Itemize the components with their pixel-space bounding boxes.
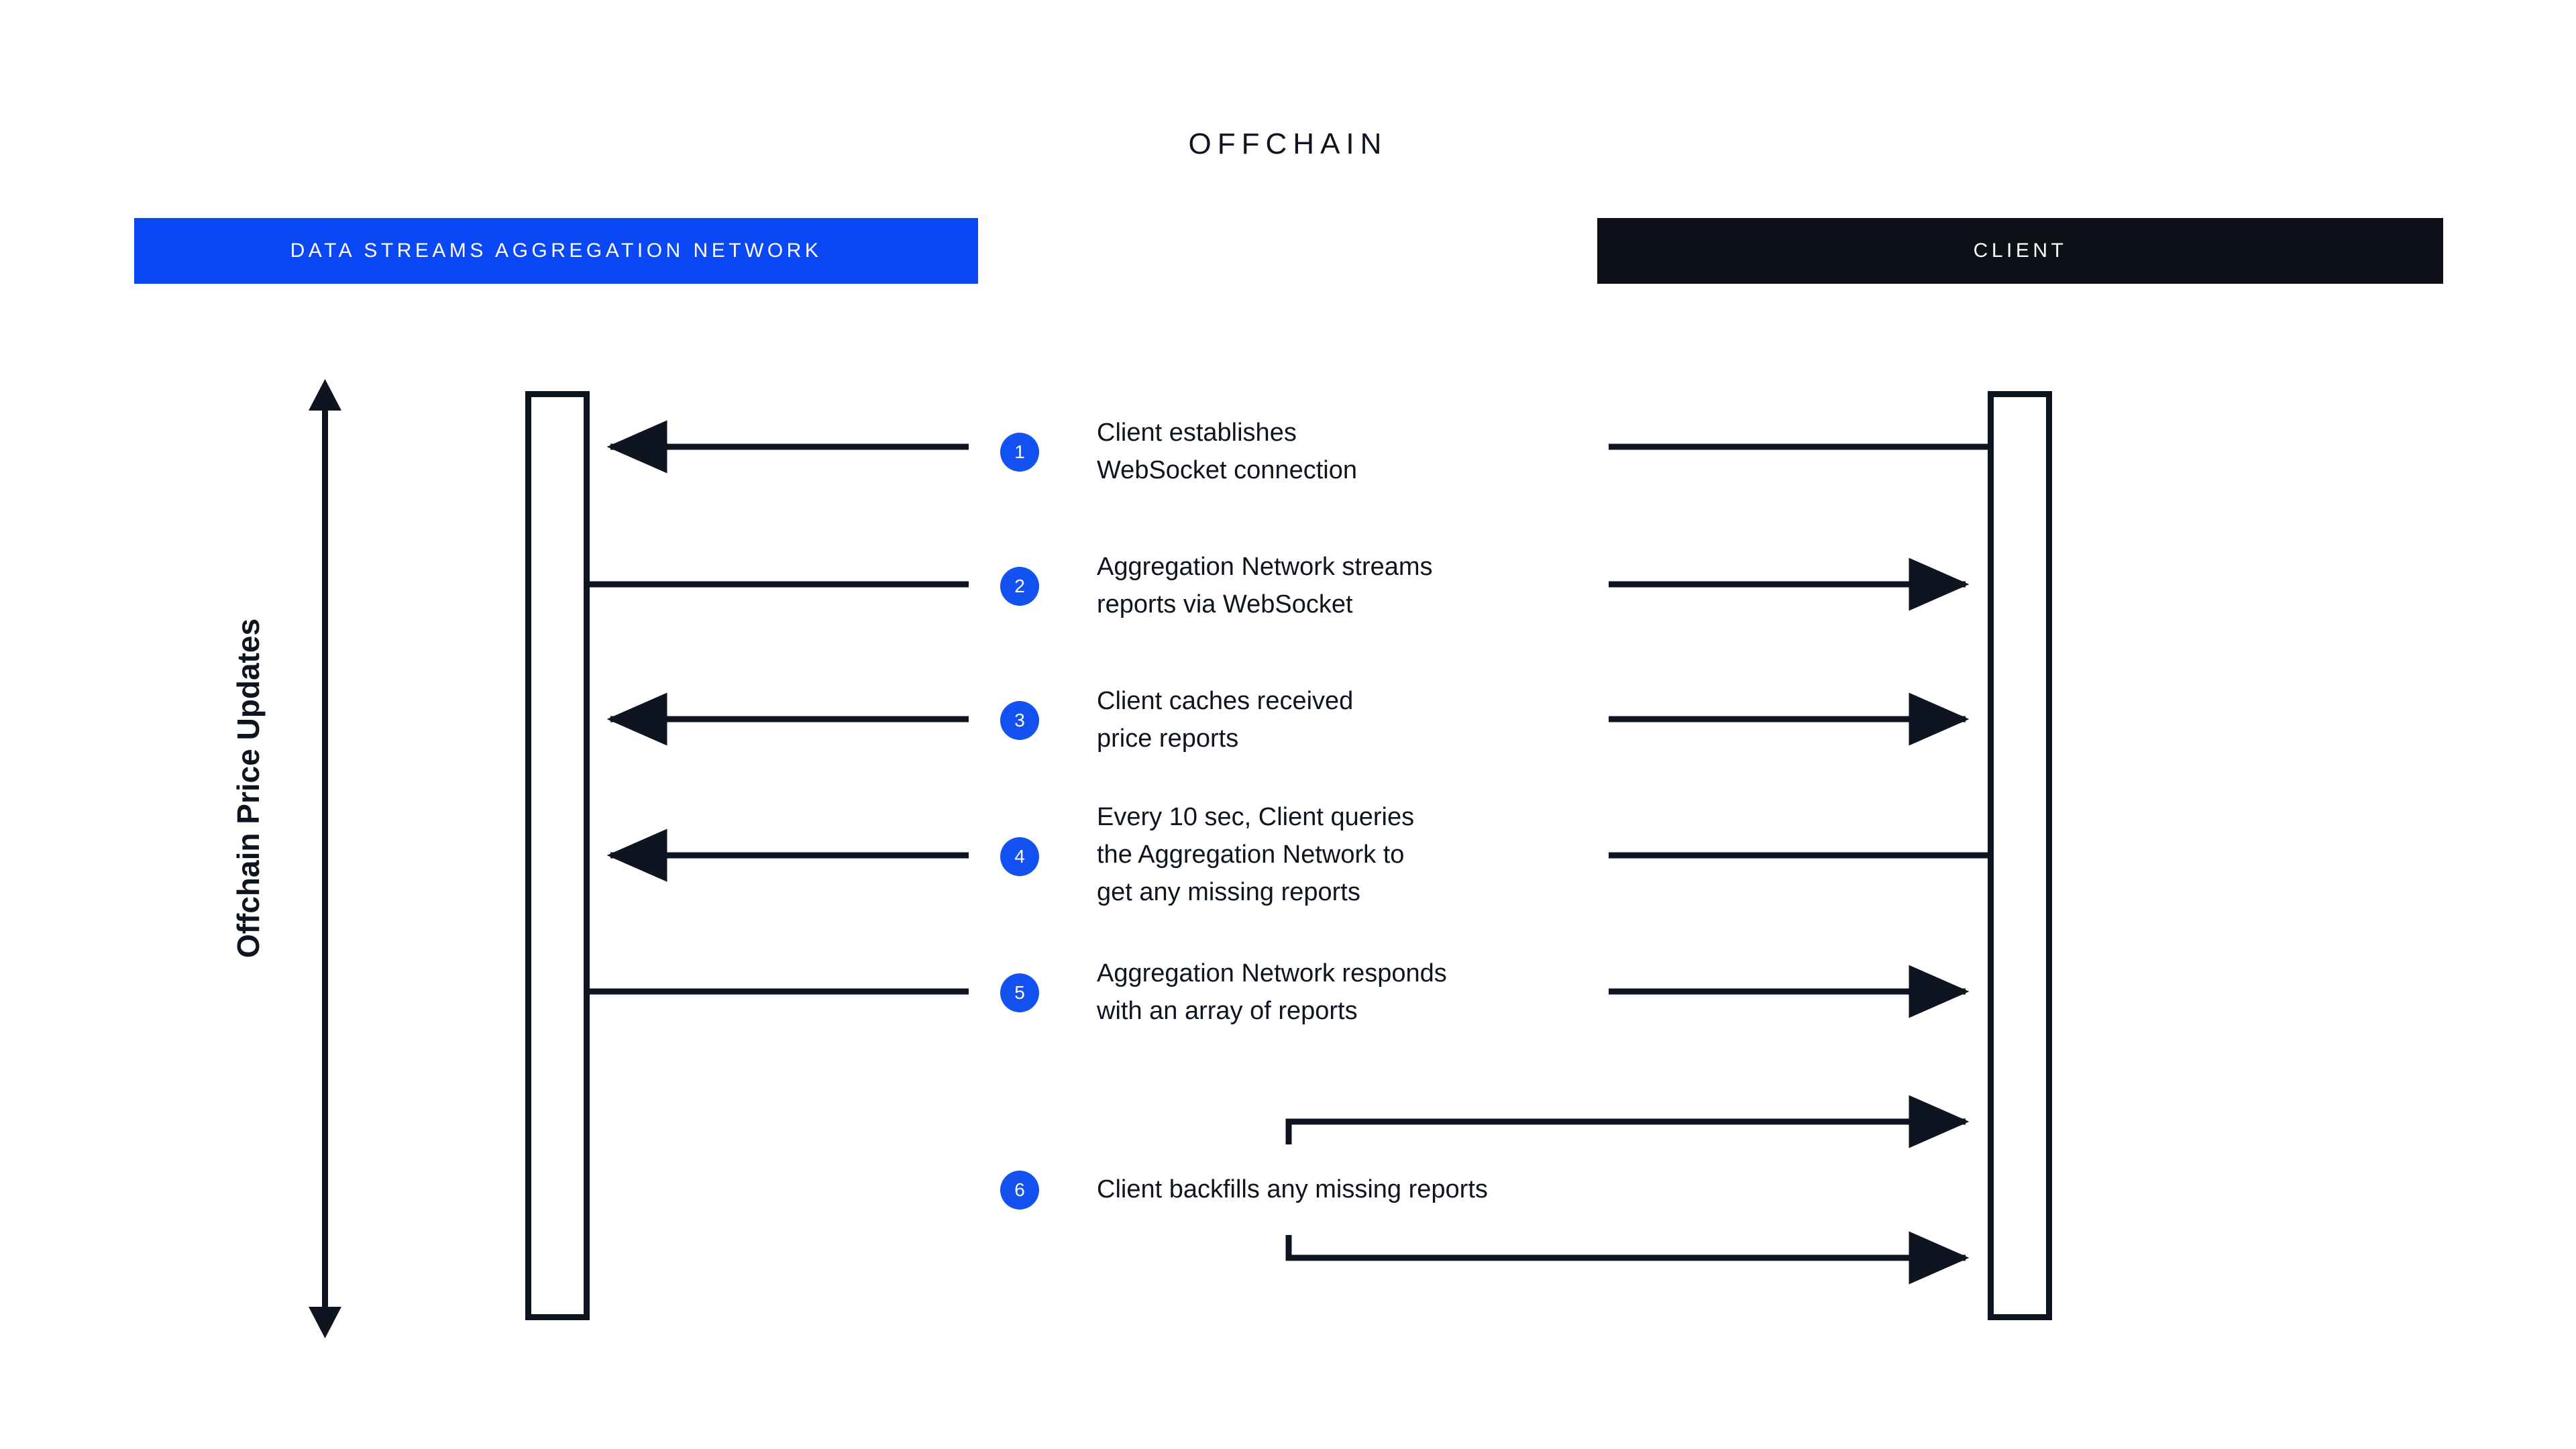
axis-label-offchain-price-updates: Offchain Price Updates [231, 618, 266, 959]
step-badge-2-number: 2 [1014, 576, 1025, 596]
lane-header-client: CLIENT [1597, 218, 2443, 284]
lifeline-network [525, 391, 590, 1320]
step-badge-1-number: 1 [1014, 441, 1025, 462]
page-title: OFFCHAIN [1188, 127, 1388, 160]
step-badge-4-number: 4 [1014, 846, 1025, 867]
step-badge-2: 2 [1000, 567, 1039, 606]
step-badge-6: 6 [1000, 1171, 1039, 1210]
axis-arrow-shaft [309, 379, 341, 1338]
step-badge-6-number: 6 [1014, 1179, 1025, 1200]
step-badge-5-number: 5 [1014, 982, 1025, 1003]
step-badge-1: 1 [1000, 433, 1039, 472]
step-badge-3-number: 3 [1014, 710, 1025, 731]
step-label-1: Client establishes WebSocket connection [1097, 419, 1357, 485]
lifeline-client [1988, 391, 2052, 1320]
connector-step-6-bottom [1285, 1231, 1970, 1285]
step-label-4: Every 10 sec, Client queries the Aggrega… [1097, 803, 1415, 907]
step-label-3: Client caches received price reports [1097, 687, 1354, 753]
step-label-6: Client backfills any missing reports [1097, 1175, 1488, 1203]
step-badge-5: 5 [1000, 973, 1039, 1012]
lane-header-client-label: CLIENT [1973, 239, 2068, 262]
step-badge-4: 4 [1000, 837, 1039, 876]
connector-step-6-top [1285, 1095, 1970, 1148]
lane-header-network-label: DATA STREAMS AGGREGATION NETWORK [290, 239, 822, 262]
step-badge-3: 3 [1000, 701, 1039, 740]
step-label-5: Aggregation Network responds with an arr… [1097, 959, 1447, 1026]
lane-header-network: DATA STREAMS AGGREGATION NETWORK [134, 218, 978, 284]
step-label-2: Aggregation Network streams reports via … [1097, 553, 1433, 619]
